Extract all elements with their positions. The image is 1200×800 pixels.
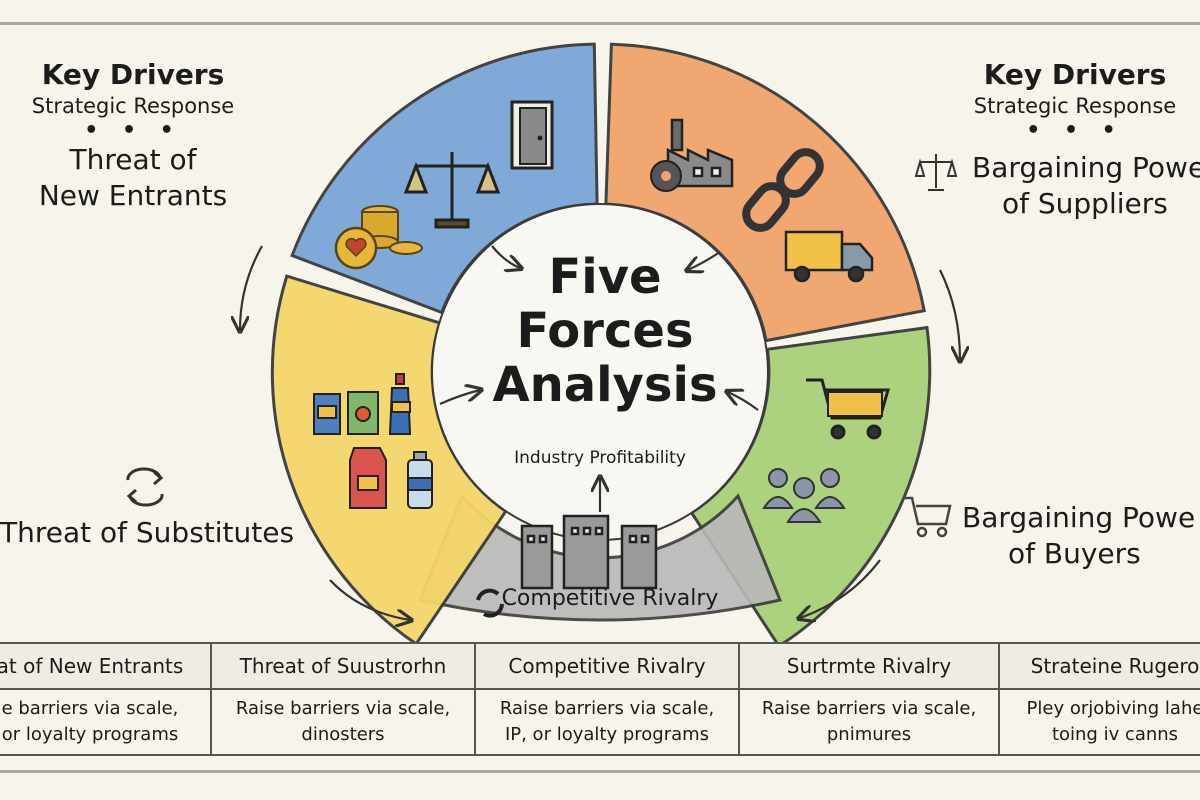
buyers-label-line1: Bargaining Powe <box>962 501 1196 534</box>
table-cell-line: dinosters <box>301 724 385 745</box>
top-rule <box>0 22 1200 25</box>
bottle-icon <box>388 373 412 435</box>
table-column: at of New Entrants e barriers via scale,… <box>0 644 212 754</box>
buyers-label-line2: of Buyers <box>1008 537 1141 570</box>
right-key-drivers-title: Key Drivers <box>983 58 1167 91</box>
factory-icon <box>666 118 734 188</box>
water-bottle-icon <box>407 451 433 509</box>
gear-icon <box>650 160 682 192</box>
table-header: Strateine Rugero <box>1000 644 1200 690</box>
coins-icon <box>361 205 423 255</box>
table-column: Threat of Suustrorhn Raise barriers via … <box>212 644 476 754</box>
left-key-drivers-block: Key Drivers Strategic Response • • • Thr… <box>18 58 248 214</box>
table-cell-line: Raise barriers via scale, <box>235 698 451 719</box>
chain-link-icon <box>742 148 824 232</box>
table-cell: Raise barriers via scale, dinosters <box>212 690 474 748</box>
table-cell-line: Pley orjobiving lahe <box>1026 698 1200 719</box>
bottom-rule <box>0 770 1200 773</box>
left-dots: • • • <box>84 118 182 143</box>
table-column: Strateine Rugero Pley orjobiving lahe to… <box>1000 644 1200 754</box>
table-cell-line: toing iv canns <box>1051 724 1179 745</box>
table-header: Competitive Rivalry <box>476 644 738 690</box>
cycle-arrow-right-top <box>939 269 960 360</box>
arrow-buyers-to-center <box>728 392 759 411</box>
arrow-substitutes-to-center <box>439 390 480 406</box>
strategy-table: at of New Entrants e barriers via scale,… <box>0 642 1200 756</box>
swap-arrows-icon <box>126 467 164 507</box>
table-header: Surtrmte Rivalry <box>740 644 998 690</box>
table-cell-line: or loyalty programs <box>1 724 179 745</box>
left-strategic-response: Strategic Response <box>31 94 235 118</box>
arrow-entrants-to-center <box>491 245 520 268</box>
new-entrants-label-line1: Threat of <box>69 143 197 176</box>
truck-icon <box>784 230 874 283</box>
shopping-cart-icon <box>904 496 952 538</box>
cycle-arrow-left-bottom <box>329 579 410 620</box>
new-entrants-label-line2: New Entrants <box>38 179 228 212</box>
left-key-drivers-title: Key Drivers <box>41 58 225 91</box>
table-cell: Raise barriers via scale, IP, or loyalty… <box>476 690 738 748</box>
table-column: Competitive Rivalry Raise barriers via s… <box>476 644 740 754</box>
center-title-line1: Five <box>548 249 662 305</box>
center-title-line3: Analysis <box>492 357 718 413</box>
scale-icon <box>914 154 958 191</box>
table-cell-line: Raise barriers via scale, <box>499 698 715 719</box>
cycle-arrow-right-bottom <box>800 559 881 618</box>
cycle-arrow-left-top <box>240 245 263 330</box>
door-icon <box>510 100 554 170</box>
scale-icon <box>403 152 501 229</box>
table-header: Threat of Suustrorhn <box>212 644 474 690</box>
recycle-icon <box>476 588 504 618</box>
table-cell-line: Raise barriers via scale, <box>761 698 977 719</box>
buyers-label: Bargaining Powe of Buyers <box>962 500 1195 572</box>
table-header: at of New Entrants <box>0 644 210 690</box>
right-key-drivers-block: Key Drivers Strategic Response • • • <box>950 58 1200 142</box>
center-title: Five Forces Analysis <box>460 250 750 412</box>
table-cell-line: e barriers via scale, <box>1 698 179 719</box>
heart-coin-icon <box>334 226 378 270</box>
table-cell: e barriers via scale, or loyalty program… <box>0 690 210 748</box>
product-boxes-icon <box>313 391 379 435</box>
suppliers-label: Bargaining Powe of Suppliers <box>972 150 1200 222</box>
arrow-suppliers-to-center <box>688 251 721 270</box>
substitutes-label: Threat of Substitutes <box>0 516 295 549</box>
center-title-line2: Forces <box>516 303 694 359</box>
milk-carton-icon <box>349 447 387 509</box>
right-dots: • • • <box>1026 118 1124 143</box>
competitive-rivalry-label: Competitive Rivalry <box>501 586 719 611</box>
industry-profitability-label: Industry Profitability <box>514 448 686 468</box>
table-cell-line: IP, or loyalty programs <box>504 724 710 745</box>
buildings-icon <box>520 514 658 590</box>
shopping-cart-icon <box>806 378 890 440</box>
right-strategic-response: Strategic Response <box>973 94 1177 118</box>
table-column: Surtrmte Rivalry Raise barriers via scal… <box>740 644 1000 754</box>
table-cell: Raise barriers via scale, pnimures <box>740 690 998 748</box>
suppliers-label-line1: Bargaining Powe <box>972 151 1200 184</box>
table-cell-line: pnimures <box>826 724 912 745</box>
people-group-icon <box>762 468 846 523</box>
suppliers-label-line2: of Suppliers <box>1002 187 1168 220</box>
table-cell: Pley orjobiving lahe toing iv canns <box>1000 690 1200 748</box>
